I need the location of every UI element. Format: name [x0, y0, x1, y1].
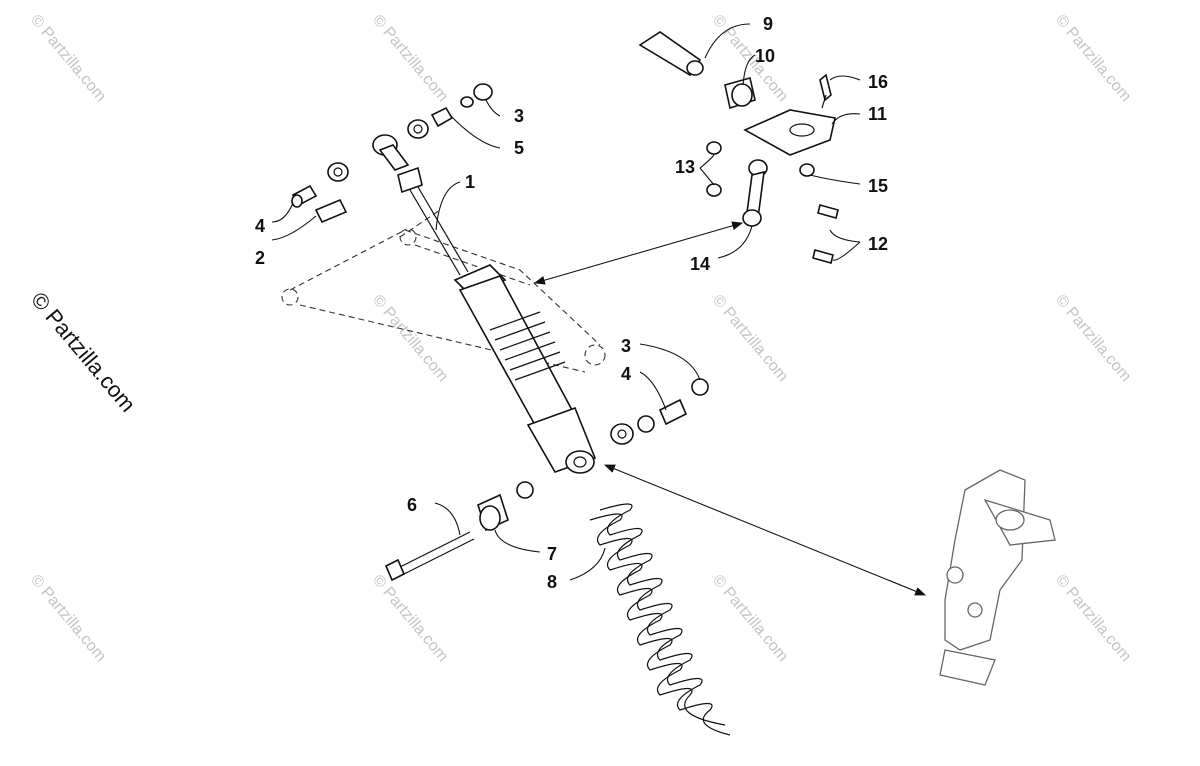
callout-labels: 1 2 3 3 4 4 5 6 7 8 9 10 11 12 13 14 15 … — [255, 14, 888, 592]
watermark-text: © Partzilla.com — [709, 572, 791, 666]
watermark-text: © Partzilla.com — [1052, 12, 1134, 106]
upper-hardware — [291, 83, 493, 224]
watermark-text: © Partzilla.com — [1052, 292, 1134, 386]
callout-13: 13 — [675, 157, 695, 177]
callout-4: 4 — [621, 364, 631, 384]
callout-7: 7 — [547, 544, 557, 564]
callout-15: 15 — [868, 176, 888, 196]
watermark-text: © Partzilla.com — [27, 572, 109, 666]
watermark-text: © Partzilla.com — [27, 12, 109, 106]
watermark-text: © Partzilla.com — [369, 12, 451, 106]
linkage-hardware — [638, 31, 839, 264]
callout-3: 3 — [514, 106, 524, 126]
side-watermark: © Partzilla.com — [26, 287, 140, 417]
callout-16: 16 — [868, 72, 888, 92]
callout-10: 10 — [755, 46, 775, 66]
callout-1: 1 — [465, 172, 475, 192]
callout-9: 9 — [763, 14, 773, 34]
a-arm-outline — [281, 209, 606, 373]
direction-arrow — [533, 221, 744, 285]
spindle-bracket — [939, 469, 1056, 686]
callout-5: 5 — [514, 138, 524, 158]
shock-absorber — [372, 134, 597, 474]
callout-8: 8 — [547, 572, 557, 592]
watermark-text: © Partzilla.com — [369, 292, 451, 386]
callout-6: 6 — [407, 495, 417, 515]
watermark-text: © Partzilla.com — [369, 572, 451, 666]
callout-12: 12 — [868, 234, 888, 254]
callout-11: 11 — [868, 104, 887, 124]
direction-arrow — [603, 464, 927, 596]
leader-lines — [271, 23, 861, 581]
watermark-text: © Partzilla.com — [1052, 572, 1134, 666]
callout-14: 14 — [690, 254, 710, 274]
callout-2: 2 — [255, 248, 265, 268]
lower-hardware — [384, 378, 709, 582]
callout-3: 3 — [621, 336, 631, 356]
watermark-text: © Partzilla.com — [709, 292, 791, 386]
callout-4: 4 — [255, 216, 265, 236]
coil-spring — [589, 503, 731, 736]
